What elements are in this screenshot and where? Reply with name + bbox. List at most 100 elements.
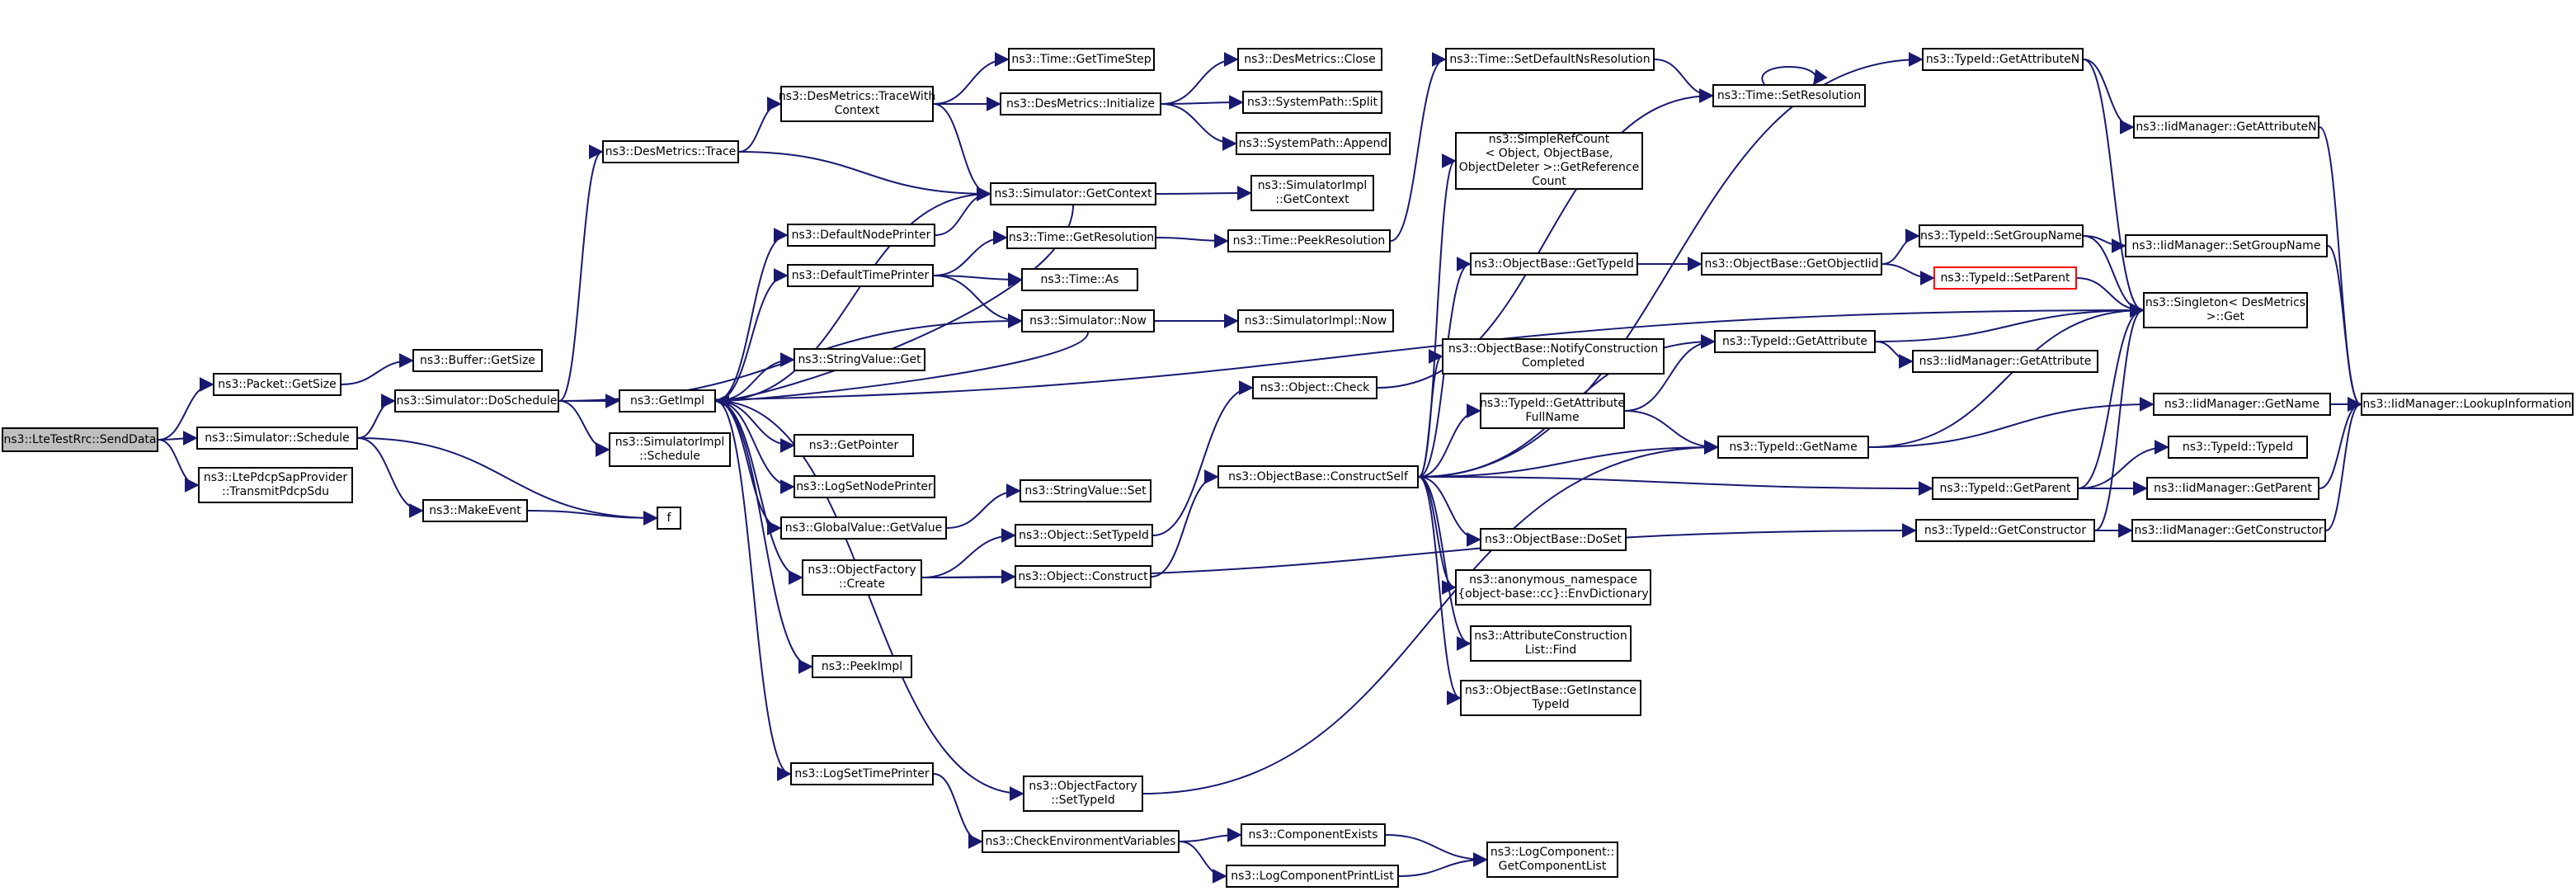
node-globalvalue-getvalue[interactable]: ns3::GlobalValue::GetValue bbox=[780, 516, 947, 540]
edge-sim_schedule-to-f bbox=[357, 437, 658, 526]
edge-typeid_getattribute-to-iidmanager_getattribute bbox=[1875, 341, 1914, 369]
node-desmetrics-close[interactable]: ns3::DesMetrics::Close bbox=[1237, 48, 1382, 71]
node-logcomponent-getlist[interactable]: ns3::LogComponent:: GetComponentList bbox=[1486, 842, 1618, 878]
node-object-check[interactable]: ns3::Object::Check bbox=[1252, 376, 1377, 399]
node-simimpl-getcontext[interactable]: ns3::SimulatorImpl ::GetContext bbox=[1250, 175, 1374, 211]
edge-typeid_getattributefullname-to-typeid_getname bbox=[1624, 410, 1719, 455]
edge-objbase_constructself-to-objbase_doset bbox=[1418, 476, 1481, 547]
node-objbase-getinstancetypeid[interactable]: ns3::ObjectBase::GetInstance TypeId bbox=[1460, 680, 1641, 716]
edge-componentexists-to-logcomponent_getlist bbox=[1385, 834, 1488, 867]
node-getimpl[interactable]: ns3::GetImpl bbox=[619, 389, 716, 412]
node-componentexists[interactable]: ns3::ComponentExists bbox=[1241, 823, 1386, 846]
edge-desmetrics_initialize-to-systempath_append bbox=[1161, 103, 1237, 151]
node-logsettimeprinter[interactable]: ns3::LogSetTimePrinter bbox=[790, 762, 934, 785]
node-object-construct[interactable]: ns3::Object::Construct bbox=[1015, 565, 1151, 588]
edge-typeid_getparent-to-singleton_get bbox=[2078, 303, 2145, 489]
edge-tracewithcontext-to-sim_getcontext bbox=[933, 103, 991, 201]
edge-sim_doschedule-to-desmetrics_trace bbox=[558, 144, 604, 402]
node-objfactory-create[interactable]: ns3::ObjectFactory ::Create bbox=[802, 559, 922, 596]
node-stringvalue-set[interactable]: ns3::StringValue::Set bbox=[1020, 479, 1151, 502]
node-typeid-setgroupname[interactable]: ns3::TypeId::SetGroupName bbox=[1919, 224, 2084, 248]
edge-desmetrics_trace-to-sim_getcontext bbox=[738, 151, 991, 201]
node-simimpl-now[interactable]: ns3::SimulatorImpl::Now bbox=[1237, 309, 1394, 332]
node-iidmanager-setgroupname[interactable]: ns3::IidManager::SetGroupName bbox=[2125, 234, 2328, 257]
node-iidmanager-getconstructor[interactable]: ns3::IidManager::GetConstructor bbox=[2131, 519, 2326, 542]
node-desmetrics-initialize[interactable]: ns3::DesMetrics::Initialize bbox=[1000, 92, 1161, 116]
edge-objfactory_settypeid-to-typeid_getname bbox=[1142, 440, 1719, 794]
node-time-getresolution[interactable]: ns3::Time::GetResolution bbox=[1006, 226, 1156, 249]
node-sim-now[interactable]: ns3::Simulator::Now bbox=[1021, 309, 1155, 332]
node-sim-getcontext[interactable]: ns3::Simulator::GetContext bbox=[990, 182, 1156, 205]
edge-objbase_constructself-to-attrconstructionlist_find bbox=[1418, 476, 1472, 651]
node-typeid-getattributefullname[interactable]: ns3::TypeId::GetAttribute FullName bbox=[1480, 393, 1625, 429]
node-time-as[interactable]: ns3::Time::As bbox=[1021, 268, 1138, 291]
edge-defaulttimeprinter-to-time_getresolution bbox=[933, 230, 1008, 276]
edge-defaultnodeprinter-to-sim_getcontext bbox=[935, 186, 991, 236]
node-typeid-getattribute[interactable]: ns3::TypeId::GetAttribute bbox=[1714, 330, 1876, 353]
node-time-peekresolution[interactable]: ns3::Time::PeekResolution bbox=[1227, 229, 1391, 252]
node-buffer-getsize[interactable]: ns3::Buffer::GetSize bbox=[412, 349, 543, 372]
node-f[interactable]: f bbox=[657, 507, 681, 530]
node-objbase-doset[interactable]: ns3::ObjectBase::DoSet bbox=[1480, 528, 1627, 551]
edge-tracewithcontext-to-time_gettimestep bbox=[933, 52, 1010, 105]
node-typeid-getattributen[interactable]: ns3::TypeId::GetAttributeN bbox=[1922, 48, 2084, 71]
edge-typeid_getattributen-to-iidmanager_getattributen bbox=[2083, 59, 2135, 134]
node-desmetrics-trace[interactable]: ns3::DesMetrics::Trace bbox=[602, 140, 739, 163]
node-peekimpl[interactable]: ns3::PeekImpl bbox=[812, 655, 912, 678]
node-anon-envdictionary[interactable]: ns3::anonymous_namespace {object-base::c… bbox=[1455, 569, 1651, 606]
edge-sim_getcontext-to-simimpl_getcontext bbox=[1156, 186, 1252, 201]
node-sim-schedule[interactable]: ns3::Simulator::Schedule bbox=[196, 427, 358, 450]
edge-typeid_getattribute-to-singleton_get bbox=[1875, 303, 2145, 342]
node-sim-doschedule[interactable]: ns3::Simulator::DoSchedule bbox=[394, 389, 559, 412]
node-objbase-notifyconstruction[interactable]: ns3::ObjectBase::NotifyConstruction Comp… bbox=[1442, 338, 1665, 375]
node-defaultnodeprinter[interactable]: ns3::DefaultNodePrinter bbox=[787, 224, 935, 247]
edge-object_construct-to-objbase_constructself bbox=[1151, 469, 1219, 578]
node-getpointer[interactable]: ns3::GetPointer bbox=[794, 434, 914, 457]
node-singleton-get[interactable]: ns3::Singleton< DesMetrics >::Get bbox=[2143, 292, 2308, 328]
node-tracewithcontext[interactable]: ns3::DesMetrics::TraceWith Context bbox=[779, 86, 935, 122]
edge-defaulttimeprinter-to-sim_now bbox=[933, 275, 1023, 328]
node-objfactory-settypeid[interactable]: ns3::ObjectFactory ::SetTypeId bbox=[1023, 776, 1143, 812]
edge-packet_getsize-to-buffer_getsize bbox=[341, 353, 414, 385]
node-objbase-constructself[interactable]: ns3::ObjectBase::ConstructSelf bbox=[1217, 465, 1419, 488]
node-time-gettimestep[interactable]: ns3::Time::GetTimeStep bbox=[1008, 48, 1155, 71]
node-logcomponentprintlist[interactable]: ns3::LogComponentPrintList bbox=[1226, 865, 1399, 888]
node-logsetnodeprinter[interactable]: ns3::LogSetNodePrinter bbox=[794, 475, 935, 498]
edge-getimpl-to-sim_getcontext bbox=[715, 186, 991, 402]
node-objbase-getobjectiid[interactable]: ns3::ObjectBase::GetObjectIid bbox=[1701, 252, 1882, 276]
node-systempath-split[interactable]: ns3::SystemPath::Split bbox=[1242, 91, 1382, 114]
edge-getimpl-to-logsettimeprinter bbox=[715, 400, 792, 781]
edge-sim_doschedule-to-singleton_get bbox=[558, 303, 2145, 402]
node-attrconstructionlist-find[interactable]: ns3::AttributeConstruction List::Find bbox=[1470, 625, 1632, 662]
node-defaulttimeprinter[interactable]: ns3::DefaultTimePrinter bbox=[787, 264, 934, 287]
node-iidmanager-getparent[interactable]: ns3::IidManager::GetParent bbox=[2146, 477, 2319, 500]
node-packet-getsize[interactable]: ns3::Packet::GetSize bbox=[213, 373, 341, 396]
node-stringvalue-get[interactable]: ns3::StringValue::Get bbox=[794, 348, 925, 371]
node-iidmanager-getattribute[interactable]: ns3::IidManager::GetAttribute bbox=[1912, 350, 2098, 373]
node-root[interactable]: ns3::LteTestRrc::SendData bbox=[2, 427, 158, 452]
node-typeid-getname[interactable]: ns3::TypeId::GetName bbox=[1717, 436, 1869, 459]
edge-root-to-packet_getsize bbox=[158, 377, 214, 441]
edge-typeid_getattributefullname-to-typeid_getattribute bbox=[1624, 334, 1716, 412]
node-typeid-getparent[interactable]: ns3::TypeId::GetParent bbox=[1932, 477, 2079, 500]
node-makeevent[interactable]: ns3::MakeEvent bbox=[422, 499, 528, 522]
node-iidmanager-getattributen[interactable]: ns3::IidManager::GetAttributeN bbox=[2133, 116, 2319, 139]
edge-globalvalue_getvalue-to-stringvalue_set bbox=[946, 483, 1021, 529]
node-typeid-typeid[interactable]: ns3::TypeId::TypeId bbox=[2168, 436, 2308, 459]
node-checkenv[interactable]: ns3::CheckEnvironmentVariables bbox=[982, 830, 1180, 853]
node-time-setresolution[interactable]: ns3::Time::SetResolution bbox=[1712, 84, 1866, 107]
node-objbase-gettypeid[interactable]: ns3::ObjectBase::GetTypeId bbox=[1470, 252, 1638, 276]
edge-getimpl-to-defaulttimeprinter bbox=[715, 268, 789, 402]
node-iidmanager-lookupinformation[interactable]: ns3::IidManager::LookupInformation bbox=[2361, 393, 2574, 416]
edge-logcomponentprintlist-to-logcomponent_getlist bbox=[1398, 852, 1488, 877]
node-typeid-setparent[interactable]: ns3::TypeId::SetParent bbox=[1933, 266, 2077, 290]
node-simplerefcount[interactable]: ns3::SimpleRefCount < Object, ObjectBase… bbox=[1455, 132, 1643, 190]
edge-desmetrics_trace-to-tracewithcontext bbox=[738, 97, 782, 153]
node-pdcp-transmit[interactable]: ns3::LtePdcpSapProvider ::TransmitPdcpSd… bbox=[198, 467, 353, 503]
node-systempath-append[interactable]: ns3::SystemPath::Append bbox=[1236, 132, 1391, 155]
node-object-settypeid[interactable]: ns3::Object::SetTypeId bbox=[1015, 524, 1153, 547]
node-iidmanager-getname[interactable]: ns3::IidManager::GetName bbox=[2153, 393, 2331, 416]
node-typeid-getconstructor[interactable]: ns3::TypeId::GetConstructor bbox=[1915, 519, 2095, 542]
node-time-setdefaultnsres[interactable]: ns3::Time::SetDefaultNsResolution bbox=[1445, 48, 1655, 71]
node-simimpl-schedule[interactable]: ns3::SimulatorImpl ::Schedule bbox=[609, 432, 731, 467]
